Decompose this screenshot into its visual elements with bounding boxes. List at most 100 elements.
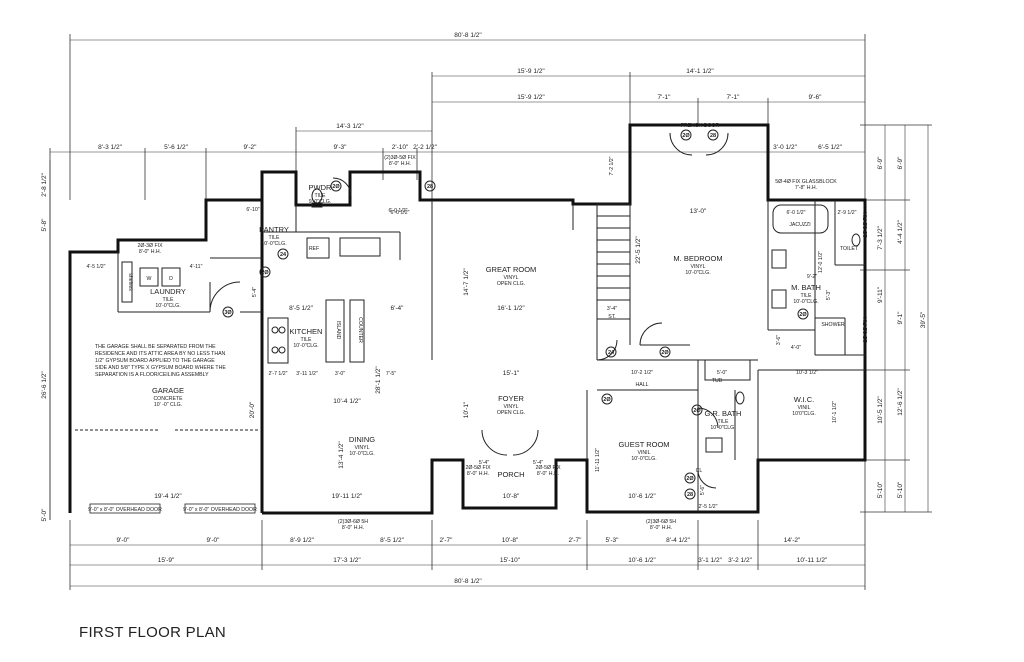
dim-guest-cl: 5'-6" (700, 485, 706, 495)
room-laundry-name: LAUNDRY (150, 287, 186, 296)
door-tag-8: 24 (608, 350, 615, 356)
room-grbath-finish: TILE (718, 419, 729, 425)
dim-bottom2-b: 17'-3 1/2" (333, 557, 361, 564)
porch-window-left-hh: 8'-0" H.H. (467, 471, 489, 477)
dim-pwdr-side: 6'-0 1/2" (389, 208, 408, 214)
dim-shower-w: 4'-0" (791, 345, 801, 351)
kitchen-window: (2)3Ø-5Ø FIX (384, 155, 416, 161)
dim-bottom2-d: 10'-6 1/2" (628, 557, 656, 564)
dim-shower-h: 3'-6" (776, 335, 782, 345)
dim-top-mid-c: 7'-1" (727, 94, 741, 101)
garage-note-line-2: RESIDENCE AND ITS ATTIC AREA BY NO LESS … (95, 351, 226, 357)
dim-bottom-f: 10'-8" (502, 537, 519, 544)
dim-kitchen-b: 6'-4" (391, 305, 405, 312)
dim-bottom2-a: 15'-9" (158, 557, 175, 564)
room-foyer-finish: VINYL (504, 404, 519, 410)
dim-left-total: 26'-6 1/2" (41, 371, 48, 399)
room-grbath-clg: 10'-0"CLG. (710, 425, 735, 431)
garage-doors: 9'-0" x 8'-0" OVERHEAD DOOR 9'-0" x 8'-0… (75, 429, 260, 514)
right-dimensions: 6'-9" 7'-3 1/2" 9'-11" 10'-5 1/2" 5'-10"… (860, 124, 932, 513)
garage-note-line-5: SEPARATION IS A FLOOR/CEILING ASSEMBLY (95, 372, 209, 378)
laundry-window: 2Ø-3Ø FIX (137, 243, 163, 249)
room-hall-name: HALL (636, 382, 649, 388)
dim-right-total: 39'-5" (920, 311, 927, 328)
dryer-label: D (169, 276, 173, 282)
room-kitchen-name: KITCHEN (290, 327, 323, 336)
room-wic-clg: 10'0"CLG. (792, 411, 816, 417)
bath-fixtures: JACUZZI TOILET SHOWER TUB CL (311, 188, 861, 474)
dim-guest-w: 10'-6 1/2" (628, 493, 656, 500)
dim-bottom2-g: 10'-11 1/2" (797, 557, 828, 564)
room-great-finish: VINYL (504, 275, 519, 281)
island-label: ISLAND (335, 321, 341, 340)
dim-top-right-1: 15'-9 1/2" (517, 68, 545, 75)
laundry-window-hh: 8'-0" H.H. (139, 249, 161, 255)
dim-kitchen-g: 10'-4 1/2" (333, 398, 361, 405)
interior-dimensions: 19'-4 1/2" 20'-0" 19'-11 1/2" 13'-4 1/2"… (87, 156, 857, 510)
room-foyer-name: FOYER (498, 394, 524, 403)
door-tag-11: 2Ø (693, 408, 701, 414)
room-guest-finish: VINIL (638, 450, 651, 456)
dim-left-side-b: 5'-8" (41, 218, 48, 232)
dim-bottom-a: 9'-0" (117, 537, 131, 544)
room-laundry-clg: 10'-0"CLG. (155, 303, 180, 309)
dim-mbath-b: 2'-9 1/2" (838, 210, 857, 216)
dim-hall-a: 5'-0" (717, 370, 727, 376)
dim-right2-c: 9'-1" (897, 311, 904, 325)
room-garage-clg: 10' -0" CLG. (154, 402, 182, 408)
dim-top-mid-a: 15'-9 1/2" (517, 94, 545, 101)
dim-pwdr-c: 2'-10" (392, 144, 409, 151)
dim-foyer-h: 10'-1" (463, 401, 470, 418)
porch-window-left: 2Ø-5Ø FIX (465, 465, 491, 471)
overhead-door-1: 9'-0" x 8'-0" OVERHEAD DOOR (88, 507, 162, 513)
garage-note: THE GARAGE SHALL BE SEPARATED FROM THE R… (95, 344, 226, 378)
dim-bottom2-c: 15'-10" (500, 557, 521, 564)
dim-hall-w: 10'-2 1/2" (631, 370, 653, 376)
french-door-label: FRENCH DOOR (681, 123, 720, 129)
door-tag-3: 2Ø (332, 184, 340, 190)
room-mbath-name: M. BATH (791, 283, 821, 292)
closet-label: CL (696, 468, 703, 474)
door-tag-7: 28 (710, 133, 716, 139)
mbath-window: 2Ø-3Ø FIX (863, 212, 869, 238)
dim-top-mid-d: 9'-6" (809, 94, 823, 101)
dim-laundry-b: 4'-11" (190, 264, 203, 270)
kitchen-fixtures: ISLAND COUNTER REF (267, 237, 381, 364)
dim-pwdr-a: 14'-3 1/2" (336, 123, 364, 130)
room-dining-name: DINING (349, 435, 375, 444)
guest-window-hh: 8'-0" H.H. (650, 525, 672, 531)
dim-wic-w: 10'-3 1/2" (796, 370, 818, 376)
dim-right-b: 7'-3 1/2" (877, 225, 884, 249)
toilet-label: TOILET (840, 246, 859, 252)
tub-label: TUB (712, 378, 723, 384)
shelves-label: shelves (127, 273, 133, 291)
window-notes: FRENCH DOOR 5Ø-4Ø FIX GLASSBLOCK 7'-8" H… (137, 123, 869, 531)
shower-window: 2Ø-3Ø FIX (863, 317, 869, 343)
dim-left-b: 5'-6 1/2" (164, 144, 188, 151)
dim-left-a: 8'-3 1/2" (98, 144, 122, 151)
porch-window-right: 2Ø-5Ø FIX (535, 465, 561, 471)
dim-bottom-c: 8'-9 1/2" (290, 537, 314, 544)
room-pwdr-finish: TILE (315, 193, 326, 199)
door-tag-4: 24 (280, 252, 287, 258)
room-pantry-clg: 10'-0"CLG. (261, 241, 286, 247)
dim-right2-b: 4'-4 1/2" (897, 219, 904, 243)
garage-note-line-4: SIDE AND 5/8" TYPE X GYPSUM BOARD WHERE … (95, 365, 226, 371)
door-tag-5: 28 (427, 184, 433, 190)
room-porch-name: PORCH (497, 470, 524, 479)
dim-right-d: 10'-5 1/2" (877, 396, 884, 424)
kitchen-window-hh: 8'-0" H.H. (389, 161, 411, 167)
dim-kitchen-e: 3'-0" (335, 371, 345, 377)
door-tags: 3Ø 2Ø 2Ø 24 28 2Ø 28 24 2Ø 2Ø 2Ø 2Ø 28 2… (222, 129, 809, 500)
door-tag-10: 2Ø (603, 397, 611, 403)
porch-window-right-hh: 8'-0" H.H. (537, 471, 559, 477)
room-pwdr-name: PWDR (309, 183, 332, 192)
dim-overall-bottom: 80'-8 1/2" (454, 578, 482, 585)
room-mbed-name: M. BEDROOM (673, 254, 722, 263)
room-pantry-name: PANTRY (259, 225, 289, 234)
stairs: ST. 3'-4" (596, 203, 631, 320)
dim-mb-b: 6'-5 1/2" (818, 144, 842, 151)
dining-window: (2)3Ø-6Ø 5H (338, 519, 368, 525)
dim-kitchen-a: 8'-5 1/2" (289, 305, 313, 312)
dim-right-a: 6'-9" (877, 156, 884, 170)
